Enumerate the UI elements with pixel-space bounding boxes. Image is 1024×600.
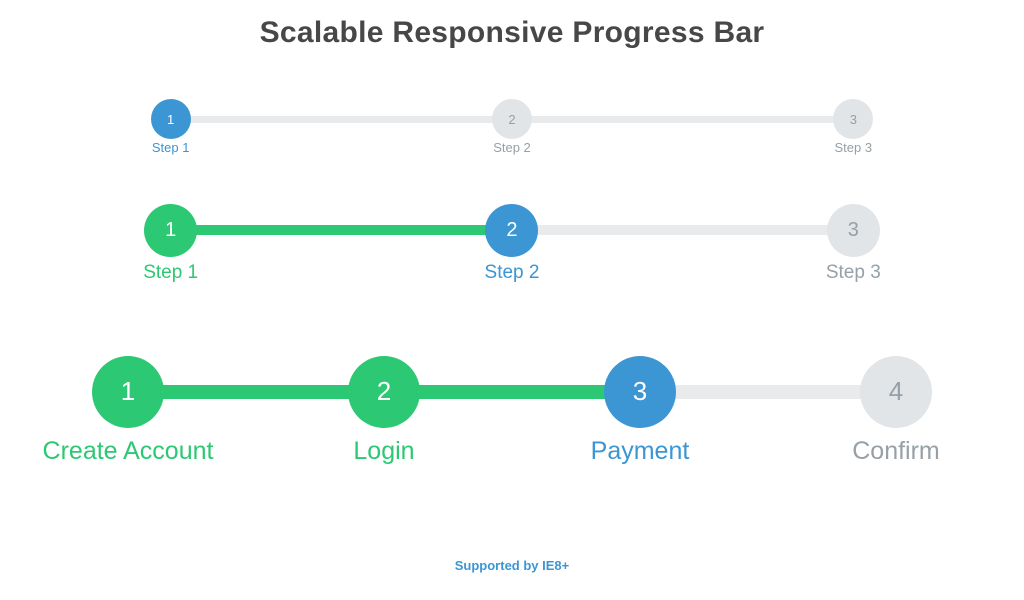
step-circle: 3 [604,355,676,428]
progress-step: 2 Step 2 [170,99,682,156]
step-circle: 3 [826,203,880,257]
progress-bar-small: 1 Step 1 2 Step 2 3 Step 3 [0,99,1024,156]
progress-step: 3 Payment [384,355,768,466]
step-label: Create Account [42,436,214,465]
step-circle: 1 [144,203,198,257]
step-number: 2 [508,111,516,127]
step-label: Step 3 [825,261,881,283]
connector-line [170,115,512,123]
step-number: 3 [849,111,857,127]
step-number: 3 [632,376,648,407]
step-label: Step 2 [493,140,531,155]
step-label: Login [353,436,415,465]
step-number: 1 [167,111,175,127]
step-label: Step 1 [151,140,190,155]
step-number: 1 [120,376,136,407]
connector-line [384,384,640,399]
step-circle: 2 [348,355,420,428]
step-number: 3 [847,218,859,241]
step-circle: 3 [833,99,874,139]
step-label: Step 2 [484,261,540,283]
connector-line [512,115,854,123]
step-label: Confirm [852,436,940,465]
connector-line [170,225,512,236]
step-label: Step 3 [834,140,873,155]
connector-line [128,384,384,399]
connector-line [512,225,854,236]
step-circle: 2 [491,99,532,139]
progress-step: 1 Step 1 [0,99,341,156]
page-title: Scalable Responsive Progress Bar [259,16,765,49]
step-circle: 1 [92,355,164,428]
progress-step: 1 Step 1 [0,203,341,284]
progress-step: 2 Login [128,355,512,466]
progress-step: 4 Confirm [640,355,1024,466]
progress-step: 3 Step 3 [512,99,1024,156]
step-circle: 2 [485,203,539,257]
footer-note: Supported by IE8+ [454,557,570,573]
progress-bar-medium: 1 Step 1 2 Step 2 3 Step 3 [0,203,1024,284]
progress-step: 1 Create Account [0,355,256,466]
step-label: Step 1 [143,261,199,283]
step-number: 4 [888,376,904,407]
step-number: 2 [506,218,518,241]
step-number: 1 [165,218,177,241]
step-number: 2 [376,376,392,407]
progress-step: 2 Step 2 [170,203,682,284]
connector-line [640,384,896,399]
progress-step: 3 Step 3 [512,203,1024,284]
step-circle: 4 [860,355,932,428]
progress-bar-large: 1 Create Account 2 Login 3 Payment 4 Con… [0,355,1024,466]
step-label: Payment [590,436,690,465]
step-circle: 1 [150,99,191,139]
